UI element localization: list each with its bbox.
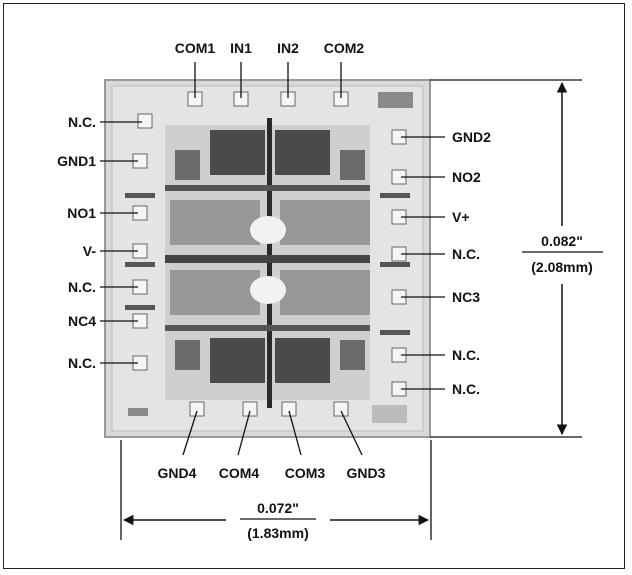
pin-label-v-minus: V-: [83, 243, 97, 259]
bottom-pin-labels: GND4 COM4 COM3 GND3: [158, 465, 386, 481]
pin-label-nc3: NC3: [452, 289, 480, 305]
die-chip: [104, 79, 431, 438]
width-dimension-mm: (1.83mm): [247, 525, 308, 541]
pin-label-com4: COM4: [219, 465, 260, 481]
pin-label-nc-left-3: N.C.: [68, 355, 96, 371]
pin-label-v-plus: V+: [452, 209, 470, 225]
pin-label-nc-right-1: N.C.: [452, 246, 480, 262]
pin-label-com3: COM3: [285, 465, 326, 481]
right-pin-labels: GND2 NO2 V+ N.C. NC3 N.C. N.C.: [452, 129, 491, 397]
left-pin-labels: N.C. GND1 NO1 V- N.C. NC4 N.C.: [57, 114, 96, 371]
pin-label-no1: NO1: [67, 205, 96, 221]
width-dimension: 0.072" (1.83mm): [120, 440, 432, 543]
pin-label-gnd3: GND3: [347, 465, 386, 481]
pin-label-gnd4: GND4: [158, 465, 197, 481]
width-dimension-inches: 0.072": [257, 500, 299, 516]
figure-frame: [3, 3, 625, 569]
pin-label-com1: COM1: [175, 40, 216, 56]
pin-label-nc-left-1: N.C.: [68, 114, 96, 130]
pin-label-no2: NO2: [452, 169, 481, 185]
bond-pads: [132, 91, 407, 417]
leader-lines: [100, 62, 445, 456]
height-dimension-mm: (2.08mm): [531, 259, 592, 275]
pin-label-nc-left-2: N.C.: [68, 279, 96, 295]
pin-label-nc-right-2: N.C.: [452, 347, 480, 363]
pin-label-gnd2: GND2: [452, 129, 491, 145]
height-dimension-inches: 0.082": [541, 233, 583, 249]
height-dimension: 0.082" (2.08mm): [430, 79, 608, 438]
pin-label-nc-right-3: N.C.: [452, 381, 480, 397]
pin-label-in1: IN1: [230, 40, 252, 56]
pin-label-gnd1: GND1: [57, 153, 96, 169]
top-pin-labels: COM1 IN1 IN2 COM2: [175, 40, 365, 56]
pin-label-in2: IN2: [277, 40, 299, 56]
pin-label-com2: COM2: [324, 40, 365, 56]
pin-label-nc4: NC4: [68, 313, 96, 329]
